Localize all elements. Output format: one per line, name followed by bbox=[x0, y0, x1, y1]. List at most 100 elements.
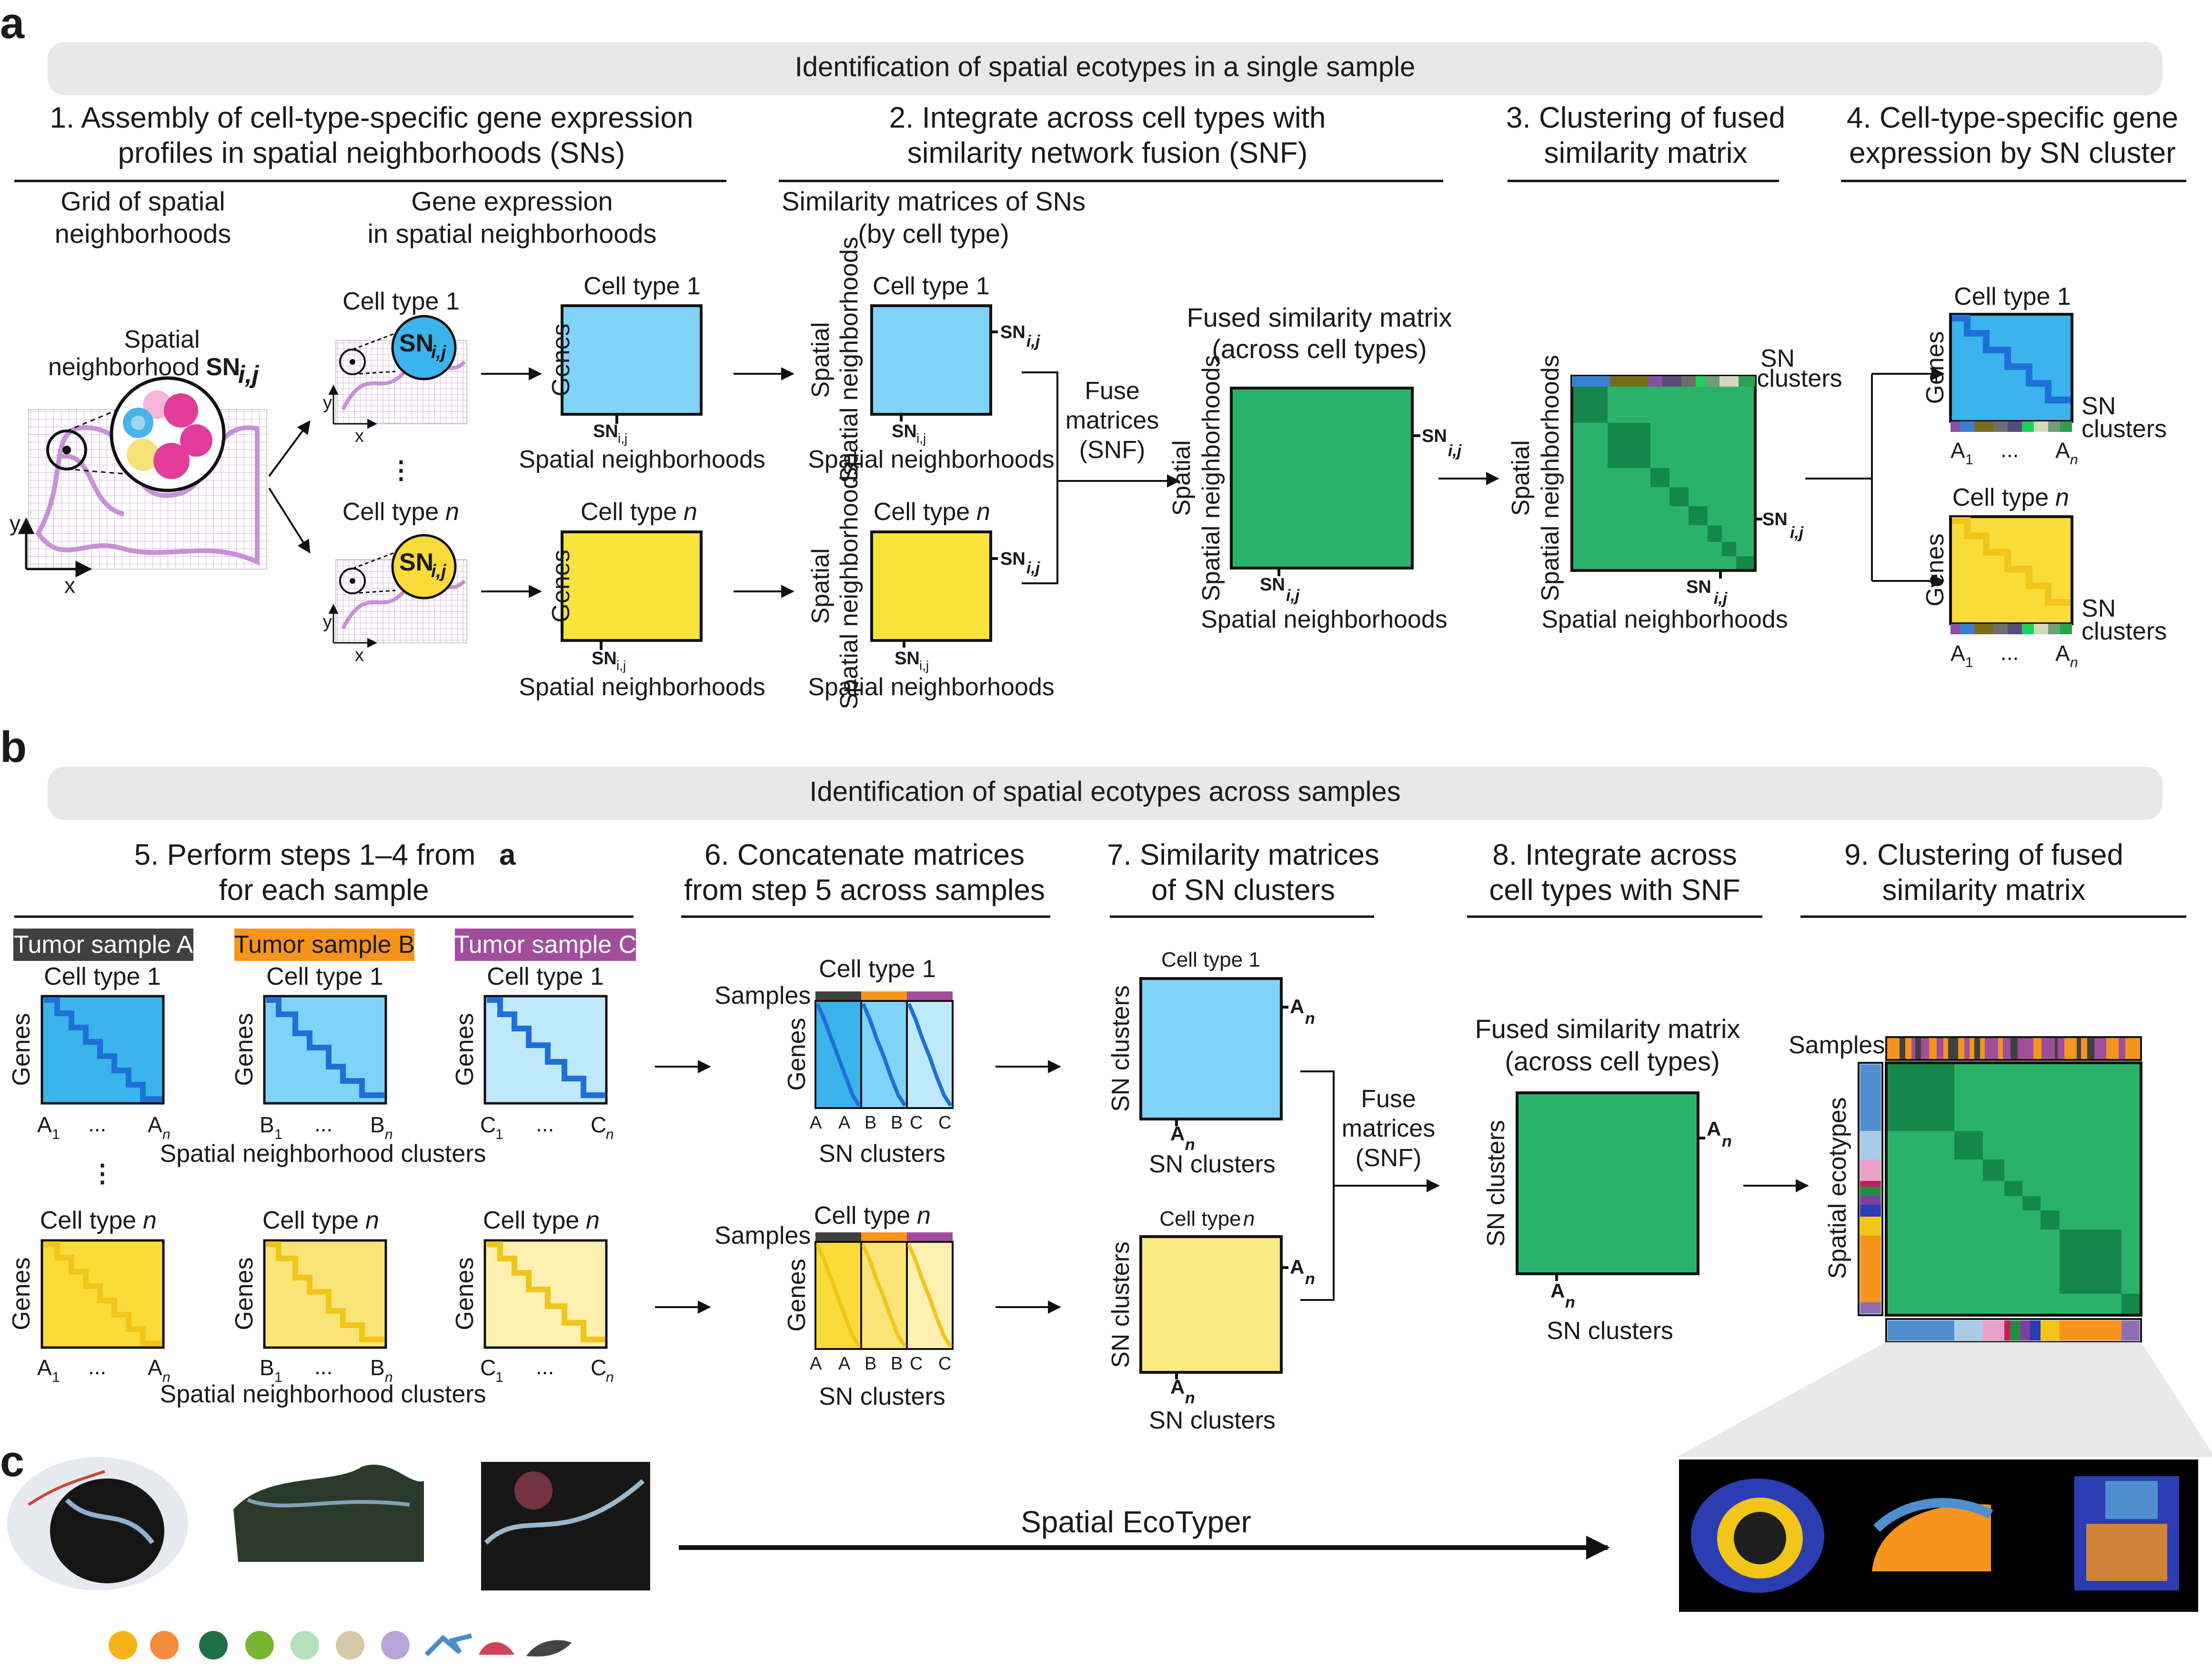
expr-ct1-xlabel: Spatial neighborhoods bbox=[519, 446, 765, 473]
step4-ct1-a1-sub: 1 bbox=[1965, 452, 1973, 468]
step4-ct1-genes: Genes bbox=[1921, 331, 1949, 404]
s9-ecotype-bar bbox=[1858, 1062, 1883, 1316]
b-ct1-a-an: A bbox=[148, 1112, 162, 1137]
sample-stripe bbox=[1911, 1038, 1915, 1059]
fused-b-title2: (across cell types) bbox=[1505, 1046, 1719, 1076]
sample-stripe bbox=[1974, 1038, 1980, 1059]
ct1-sn-label: SN bbox=[399, 330, 433, 357]
step4-ct1-an: A bbox=[2055, 438, 2070, 463]
step4-ctn-a1-sub: 1 bbox=[1965, 655, 1973, 670]
panel-a-letter: a bbox=[0, 0, 25, 48]
step4-ct1-an-sub: n bbox=[2070, 452, 2078, 468]
s9-bottom-bar bbox=[1885, 1318, 2142, 1343]
panel-b-letter: b bbox=[0, 723, 27, 771]
b-ct1-a-a1: A bbox=[37, 1112, 52, 1137]
sample-stripe bbox=[2055, 1038, 2058, 1059]
step4-ctn-sn2: clusters bbox=[2081, 618, 2167, 645]
branch-arrow-up bbox=[268, 420, 311, 477]
b-ct1-b-title: Cell type 1 bbox=[266, 963, 383, 990]
sample-stripe bbox=[1985, 1038, 1990, 1059]
concat-ct1-title: Cell type 1 bbox=[819, 955, 936, 983]
sample-stripe bbox=[1964, 1038, 1970, 1059]
tumor-c-label: Tumor sample C bbox=[454, 931, 636, 959]
sim-ctn-ylabel1: Spatial bbox=[807, 549, 835, 624]
sim-ctn-ylabel2: Spatial neighborhoods bbox=[835, 463, 863, 710]
fuse-bracket-a bbox=[1022, 371, 1058, 584]
sample-stripe bbox=[2003, 1038, 2007, 1059]
sim-title-line1: Similarity matrices of SNs bbox=[782, 186, 1086, 216]
step4-matrix-ct1 bbox=[1949, 313, 2073, 432]
step1-title-line2: profiles in spatial neighborhoods (SNs) bbox=[118, 137, 625, 170]
spatial-sn-sub: i,j bbox=[238, 361, 260, 389]
expr-ctn-xlabel: Spatial neighborhoods bbox=[519, 673, 765, 701]
sample-stripe bbox=[2018, 1038, 2024, 1059]
concat-ct1-c1: C bbox=[910, 1113, 923, 1133]
s9-samples-bar bbox=[1887, 1038, 2140, 1059]
b-ctn-a-a1: A bbox=[37, 1355, 52, 1380]
tissue-image-3 bbox=[481, 1462, 650, 1590]
step4-ctn-title-n: n bbox=[2055, 484, 2069, 511]
expr-ct1-genes: Genes bbox=[547, 323, 575, 396]
step9-title-line1: 9. Clustering of fused bbox=[1844, 839, 2123, 871]
sample-stripe bbox=[1915, 1038, 1921, 1059]
b-ct1-c-title: Cell type 1 bbox=[487, 963, 604, 990]
cluster-a-sn-sub: i,j bbox=[1790, 524, 1804, 542]
b-ctn-b-n: n bbox=[365, 1207, 379, 1234]
concat-ct1-xlabel: SN clusters bbox=[819, 1140, 945, 1168]
b-ctn-b-bn-sub: n bbox=[385, 1369, 393, 1385]
step4-split-bracket bbox=[1805, 374, 1873, 581]
step4-ctn-a1: A bbox=[1951, 641, 1965, 666]
b-ctn-a-a1-sub: 1 bbox=[52, 1369, 60, 1385]
sim-ct1-sn: SN bbox=[1000, 322, 1026, 342]
sample-stripe bbox=[2119, 1038, 2125, 1059]
sample-stripe bbox=[1887, 1038, 1892, 1059]
expr-ctn-sn-sub: i,j bbox=[616, 658, 626, 673]
step7-title-line1: 7. Similarity matrices bbox=[1107, 839, 1379, 871]
step4-ct1-sn2: clusters bbox=[2081, 415, 2167, 443]
b-ct1-c-c1-sub: 1 bbox=[495, 1127, 503, 1142]
b-ctn-c-cn-sub: n bbox=[606, 1369, 614, 1385]
spatial-ecotyper-label: Spatial EcoTyper bbox=[1021, 1505, 1251, 1539]
step5-row-ct1 bbox=[40, 995, 608, 1105]
step4-title-line2: expression by SN cluster bbox=[1849, 137, 2176, 170]
a-celltypen-grid-label: Cell type bbox=[342, 498, 439, 526]
tumor-b-tag bbox=[234, 929, 414, 961]
b-ctn-a-ell: ... bbox=[88, 1354, 106, 1379]
s9-clustered-matrix bbox=[1885, 1061, 2142, 1317]
b-ct1-b-ell: ... bbox=[314, 1111, 332, 1136]
sample-stripe bbox=[1929, 1038, 1937, 1059]
b-ctn-c-ell: ... bbox=[536, 1354, 554, 1379]
step4-ct1-ellipsis: ... bbox=[2001, 437, 2019, 462]
step2-title-line2: similarity network fusion (SNF) bbox=[907, 137, 1308, 170]
step7-title-line2: of SN clusters bbox=[1151, 874, 1335, 907]
sample-stripe bbox=[1892, 1038, 1900, 1059]
b-ct1-b-bn-sub: n bbox=[385, 1127, 393, 1142]
ct1-sn-sub: i,j bbox=[431, 342, 447, 362]
b-ct1-b-b1-sub: 1 bbox=[274, 1127, 282, 1142]
step4-ctn-title: Cell type bbox=[1952, 484, 2049, 511]
concat-ctn-samples: Samples bbox=[714, 1222, 811, 1249]
sample-stripe bbox=[1937, 1038, 1943, 1059]
expr-title-line1: Gene expression bbox=[411, 186, 613, 216]
sample-stripe bbox=[2011, 1038, 2018, 1059]
b-ctn-c-title: Cell type bbox=[483, 1207, 579, 1234]
sim-ct1-ylabel2: Spatial neighborhoods bbox=[835, 237, 863, 483]
sample-stripe bbox=[2077, 1038, 2081, 1059]
sample-stripe bbox=[1943, 1038, 1948, 1059]
fuse-a-line2: matrices bbox=[1066, 407, 1159, 434]
concat-ctn-b1: B bbox=[865, 1354, 876, 1374]
concat-ctn-xlabel: SN clusters bbox=[819, 1383, 945, 1410]
b-ctn-b-title: Cell type bbox=[262, 1207, 359, 1234]
panel-b-banner-text: Identification of spatial ecotypes acros… bbox=[809, 776, 1400, 807]
fuse-b-line1: Fuse bbox=[1361, 1085, 1416, 1113]
concat-ct1-genes: Genes bbox=[783, 1018, 811, 1090]
b-ctn-c-c1-sub: 1 bbox=[495, 1369, 503, 1385]
step6-title-line2: from step 5 across samples bbox=[684, 874, 1045, 907]
sample-stripe bbox=[2072, 1038, 2077, 1059]
b-ctn-b-genes: Genes bbox=[231, 1257, 258, 1330]
b-ct1-a-a1-sub: 1 bbox=[52, 1127, 60, 1142]
sample-stripe bbox=[2125, 1038, 2129, 1059]
fused-b-an: A bbox=[1707, 1118, 1721, 1140]
grid-y-label: y bbox=[10, 511, 20, 536]
